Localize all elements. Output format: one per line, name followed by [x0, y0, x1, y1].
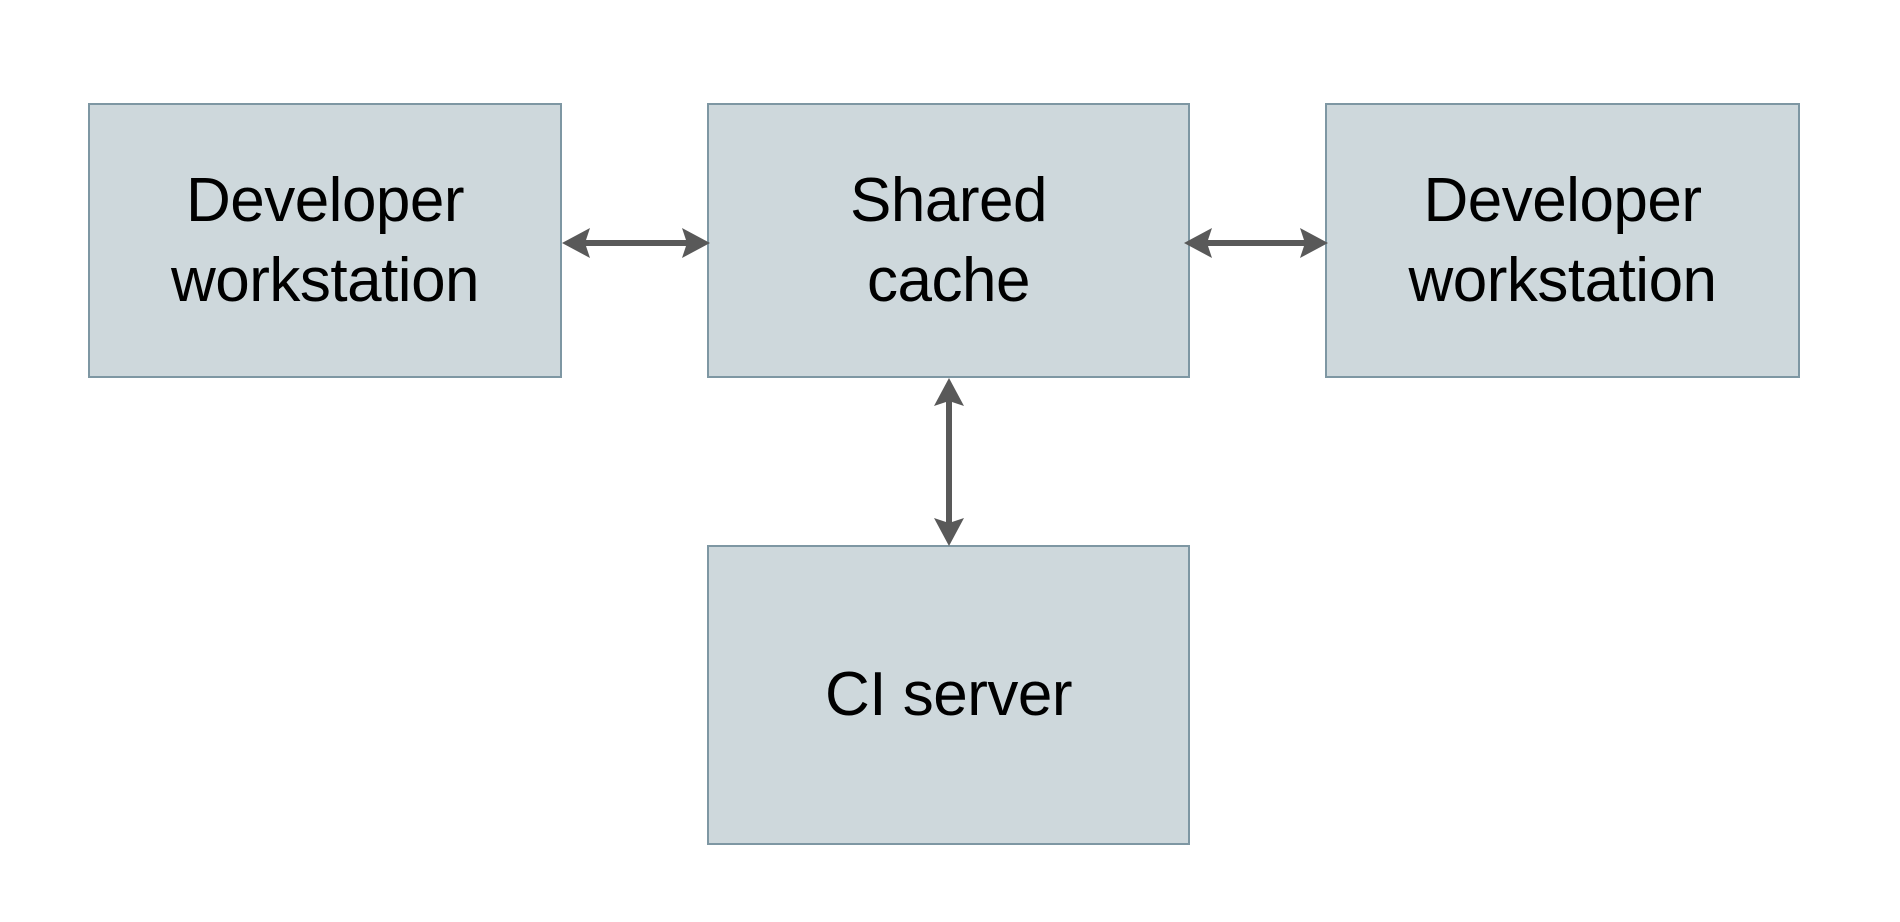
double-arrow-horizontal-icon — [562, 228, 710, 258]
double-arrow-vertical-icon — [934, 378, 964, 546]
node-developer-workstation-right[interactable]: Developer workstation — [1325, 103, 1800, 378]
node-shared-cache[interactable]: Shared cache — [707, 103, 1190, 378]
edge-shared-cache-to-ci-server — [918, 376, 980, 548]
edge-shared-cache-to-dev-right — [1182, 212, 1330, 274]
double-arrow-horizontal-icon — [1184, 228, 1328, 258]
edge-dev-left-to-shared-cache — [560, 212, 712, 274]
node-label: CI server — [825, 660, 1072, 730]
node-developer-workstation-left[interactable]: Developer workstation — [88, 103, 562, 378]
node-label: Shared cache — [850, 166, 1047, 315]
node-label: Developer workstation — [1408, 166, 1717, 315]
node-label: Developer workstation — [170, 166, 480, 315]
node-ci-server[interactable]: CI server — [707, 545, 1190, 845]
